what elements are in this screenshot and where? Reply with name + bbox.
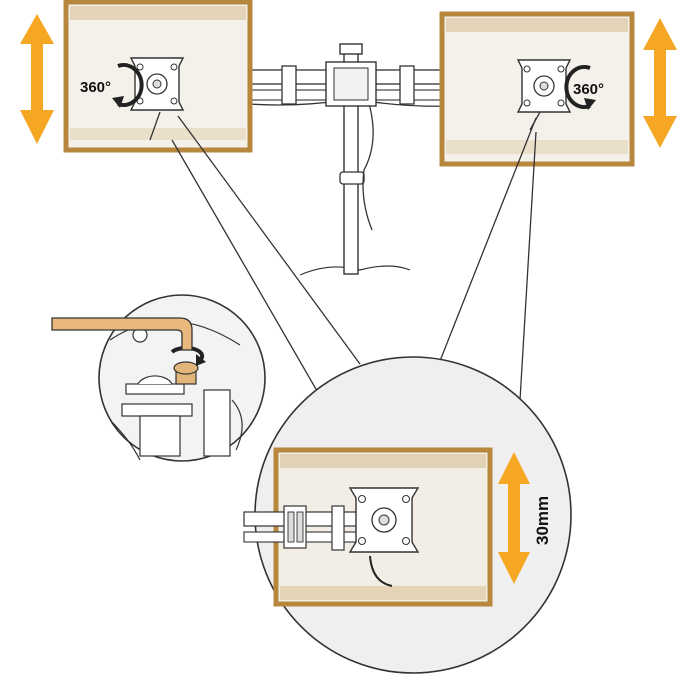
- desk-surface-line: [299, 265, 411, 276]
- pole-cap: [339, 43, 363, 55]
- rotate-arrow-icon: [564, 65, 596, 110]
- vesa-plate-icon: [129, 57, 185, 111]
- bracket-dome: [137, 375, 173, 385]
- height-adjust-detail: 30mm: [243, 356, 572, 674]
- double-headed-arrow-icon: [20, 14, 54, 144]
- bracket-plate: [125, 383, 185, 395]
- zoom-cable: [369, 555, 393, 587]
- cable: [362, 99, 374, 231]
- zoom-monitor-bottom-band: [280, 586, 486, 600]
- double-headed-arrow-icon: [498, 452, 530, 584]
- left-arm-link: [281, 65, 297, 105]
- left-monitor-bottom-band: [70, 128, 246, 140]
- right-monitor: 360°: [439, 11, 635, 167]
- double-headed-arrow-icon: [643, 18, 677, 148]
- zoom-line: [519, 131, 537, 401]
- zoom-line: [437, 117, 537, 367]
- bracket-base: [121, 403, 193, 417]
- rotation-label-right: 360°: [573, 81, 604, 98]
- bracket-body: [139, 415, 181, 457]
- rotate-arrow-icon: [112, 63, 144, 108]
- right-arm-link: [399, 65, 415, 105]
- arm-section: [203, 389, 231, 457]
- zoom-monitor-top-band: [280, 454, 486, 468]
- left-monitor: 360°: [63, 0, 253, 153]
- tension-adjust-detail: [98, 294, 266, 462]
- cable-clip: [339, 171, 365, 185]
- zoom-line: [177, 115, 361, 365]
- vesa-plate-icon: [348, 487, 420, 553]
- leader-stub: [149, 111, 161, 141]
- right-monitor-top-band: [446, 18, 628, 32]
- left-monitor-top-band: [70, 6, 246, 20]
- rotate-arrow-icon: [170, 345, 206, 366]
- height-adjust-label: 30mm: [533, 496, 552, 545]
- zoom-callout-lines: [149, 111, 541, 487]
- clamp-inner: [333, 67, 369, 101]
- vesa-plate-icon: [516, 59, 572, 113]
- right-monitor-bottom-band: [446, 140, 628, 154]
- rotation-label-left: 360°: [80, 79, 111, 96]
- allen-key-icon: [51, 317, 193, 351]
- zoom-arm-link: [331, 505, 345, 551]
- leader-stub: [529, 111, 541, 131]
